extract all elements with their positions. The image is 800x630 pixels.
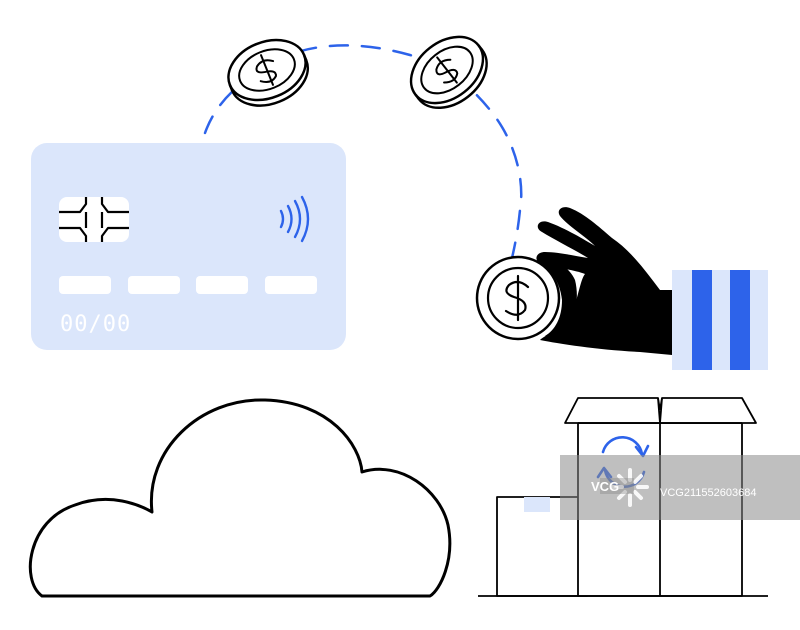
sleeve-cuff [672,270,768,370]
dollar-coin-icon [409,35,488,110]
watermark: VCG VCG211552603684 [560,455,800,520]
dollar-coin-icon [475,255,561,341]
watermark-logo: VCG [591,479,619,494]
card-number-block-1 [59,276,111,294]
card-number-block-3 [196,276,248,294]
watermark-id: VCG211552603684 [660,487,756,499]
hand-thumb [538,256,577,340]
card-number-block-4 [265,276,317,294]
credit-card: 00/00 [31,143,346,350]
cloud-icon [28,398,452,598]
dollar-coin-icon [227,38,310,107]
card-number-block-2 [128,276,180,294]
card-expiry: 00/00 [60,312,131,337]
chip-icon [59,197,129,242]
watermark-burst-icon [611,468,649,507]
contactless-icon [279,195,310,243]
